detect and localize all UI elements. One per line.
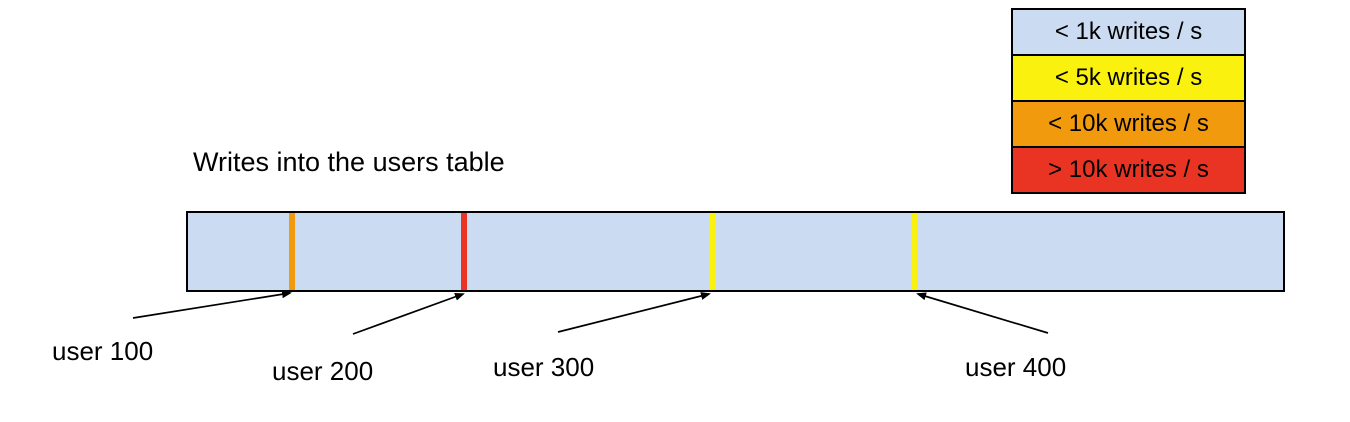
arrow-user-200: [352, 292, 465, 335]
legend: < 1k writes / s < 5k writes / s < 10k wr…: [1011, 8, 1246, 194]
write-hotspot-stripe-user-400: [911, 213, 917, 290]
legend-item-lt-1k: < 1k writes / s: [1013, 10, 1244, 54]
legend-item-gt-10k: > 10k writes / s: [1013, 146, 1244, 192]
write-hotspot-stripe-user-300: [710, 213, 716, 290]
user-300-label: user 300: [493, 352, 595, 382]
users-table-bar: [186, 211, 1285, 292]
write-hotspot-stripe-user-200: [461, 213, 467, 290]
arrow-user-300: [557, 292, 711, 333]
user-100-label: user 100: [52, 336, 154, 366]
user-400-label: user 400: [965, 352, 1067, 382]
legend-item-lt-10k: < 10k writes / s: [1013, 100, 1244, 146]
arrow-user-400: [916, 292, 1049, 334]
write-hotspot-stripe-user-100: [289, 213, 295, 290]
legend-item-lt-5k: < 5k writes / s: [1013, 54, 1244, 100]
diagram-title: Writes into the users table: [193, 147, 505, 177]
user-200-label: user 200: [272, 356, 374, 386]
arrow-user-100: [132, 290, 292, 319]
